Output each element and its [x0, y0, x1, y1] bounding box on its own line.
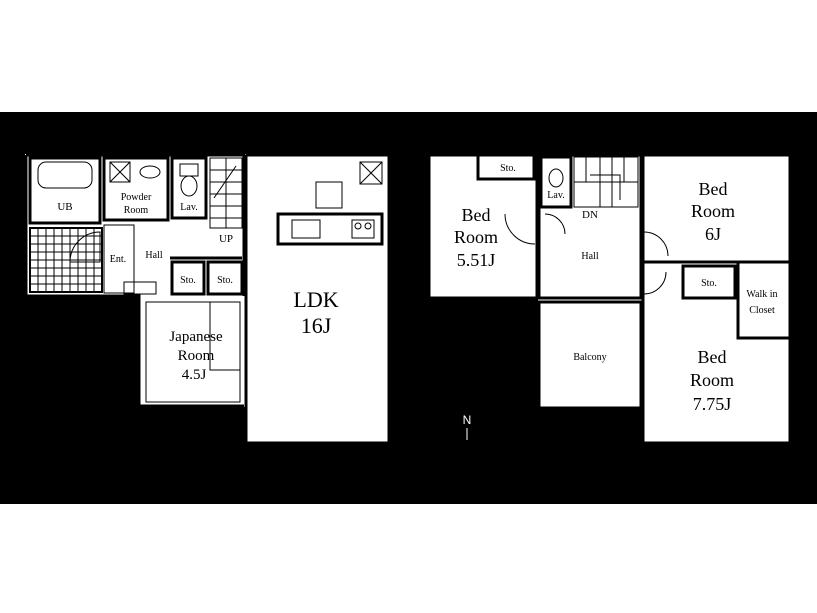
bedroom-3-label-line3: 7.75J — [693, 394, 732, 414]
entrance-door-swing — [69, 231, 101, 263]
kitchen-counter — [276, 212, 384, 246]
second-floor-toilet — [548, 168, 564, 188]
fridge-area — [315, 181, 343, 209]
second-floor-lav-label: Lav. — [547, 190, 564, 201]
ldk-floor — [245, 154, 390, 444]
japanese-room-floor — [140, 297, 245, 407]
second-floor-hall-label: Hall — [581, 251, 598, 262]
powder-room-label-line2: Room — [124, 205, 149, 216]
walk-in-closet-label-line1: Walk in — [746, 289, 777, 300]
bathtub — [37, 161, 93, 189]
toilet-bowl — [180, 175, 198, 197]
walk-in-closet-wall — [736, 262, 790, 340]
storage-1-wall — [170, 260, 206, 296]
ldk-fixture-box — [359, 161, 383, 185]
entrance-area — [103, 224, 135, 294]
kitchen-stove — [351, 219, 375, 239]
storage-1-label: Sto. — [180, 275, 196, 286]
walk-in-closet-label-line2: Closet — [749, 305, 775, 316]
first-floor-outer-wall-left — [24, 155, 244, 408]
storage-top-label: Sto. — [500, 163, 516, 174]
japanese-room-label-line2: Room — [178, 348, 215, 364]
bedroom-2-door-swing — [643, 231, 669, 257]
bedroom-1-label-line3: 5.51J — [457, 250, 496, 270]
first-floor-stair — [209, 157, 243, 229]
ldk-outer-wall — [244, 153, 391, 445]
powder-fixture-box — [109, 161, 131, 183]
storage-2-label: Sto. — [217, 275, 233, 286]
bedroom-1-door-swing — [504, 213, 536, 245]
japanese-room-label-line3: 4.5J — [182, 367, 207, 383]
bedroom-2-label-line2: Room — [691, 201, 735, 221]
first-floor-hall-label: Hall — [145, 250, 162, 261]
powder-sink — [139, 165, 161, 179]
second-floor-stair — [573, 156, 639, 208]
kitchen-sink — [291, 219, 321, 239]
second-floor-lavatory-wall — [539, 155, 573, 209]
balcony-label: Balcony — [573, 352, 606, 363]
bedroom-2-label-line1: Bed — [699, 179, 728, 199]
powder-room-label-line1: Powder — [121, 192, 152, 203]
unit-bath-wall — [28, 156, 102, 225]
bedroom-2-label-line3: 6J — [705, 224, 721, 244]
second-floor-plan: Bed Room 5.51J Sto. Lav. DN Hall Bed Roo… — [427, 153, 792, 445]
bedroom-1-label-line1: Bed — [462, 205, 491, 225]
storage-2-wall — [206, 260, 244, 296]
balcony-floor — [538, 299, 642, 409]
north-compass: N — [463, 413, 472, 440]
east-block-wall — [641, 153, 792, 445]
powder-room-wall — [102, 156, 170, 222]
bedroom-3-door-swing — [643, 271, 667, 295]
bedroom-1-label-line2: Room — [454, 227, 498, 247]
balcony-wall — [537, 300, 643, 410]
lavatory-wall — [170, 156, 208, 220]
bedroom-3-label-line2: Room — [690, 370, 734, 390]
ldk-label-line1: LDK — [293, 287, 338, 312]
japanese-room-label-line1: Japanese — [169, 329, 223, 345]
hall-wall-2f — [537, 153, 643, 300]
storage-top-wall — [476, 153, 536, 181]
bedroom-3-label-line1: Bed — [698, 347, 727, 367]
up-label: UP — [219, 233, 233, 245]
first-floor-lav-label: Lav. — [180, 202, 197, 213]
ub-label: UB — [57, 201, 72, 213]
hall-door-swing — [544, 213, 566, 235]
storage-right-label: Sto. — [701, 278, 717, 289]
outside-notch — [25, 297, 138, 407]
entrance-step — [123, 281, 157, 295]
ent-label: Ent. — [110, 254, 126, 265]
storage-right-wall — [681, 264, 737, 300]
ldk-label-line2: 16J — [301, 313, 332, 338]
second-floor-hall-floor — [538, 154, 642, 299]
first-floor-outer-wall-top — [26, 153, 246, 296]
north-label: N — [463, 413, 472, 427]
tile-floor — [29, 227, 103, 293]
dn-label: DN — [582, 209, 598, 221]
japanese-room-border — [145, 301, 241, 403]
first-floor-plan: UB Powder Room Lav. UP Ent. Hall Sto. St… — [24, 153, 391, 445]
japanese-room-closet — [209, 302, 240, 371]
